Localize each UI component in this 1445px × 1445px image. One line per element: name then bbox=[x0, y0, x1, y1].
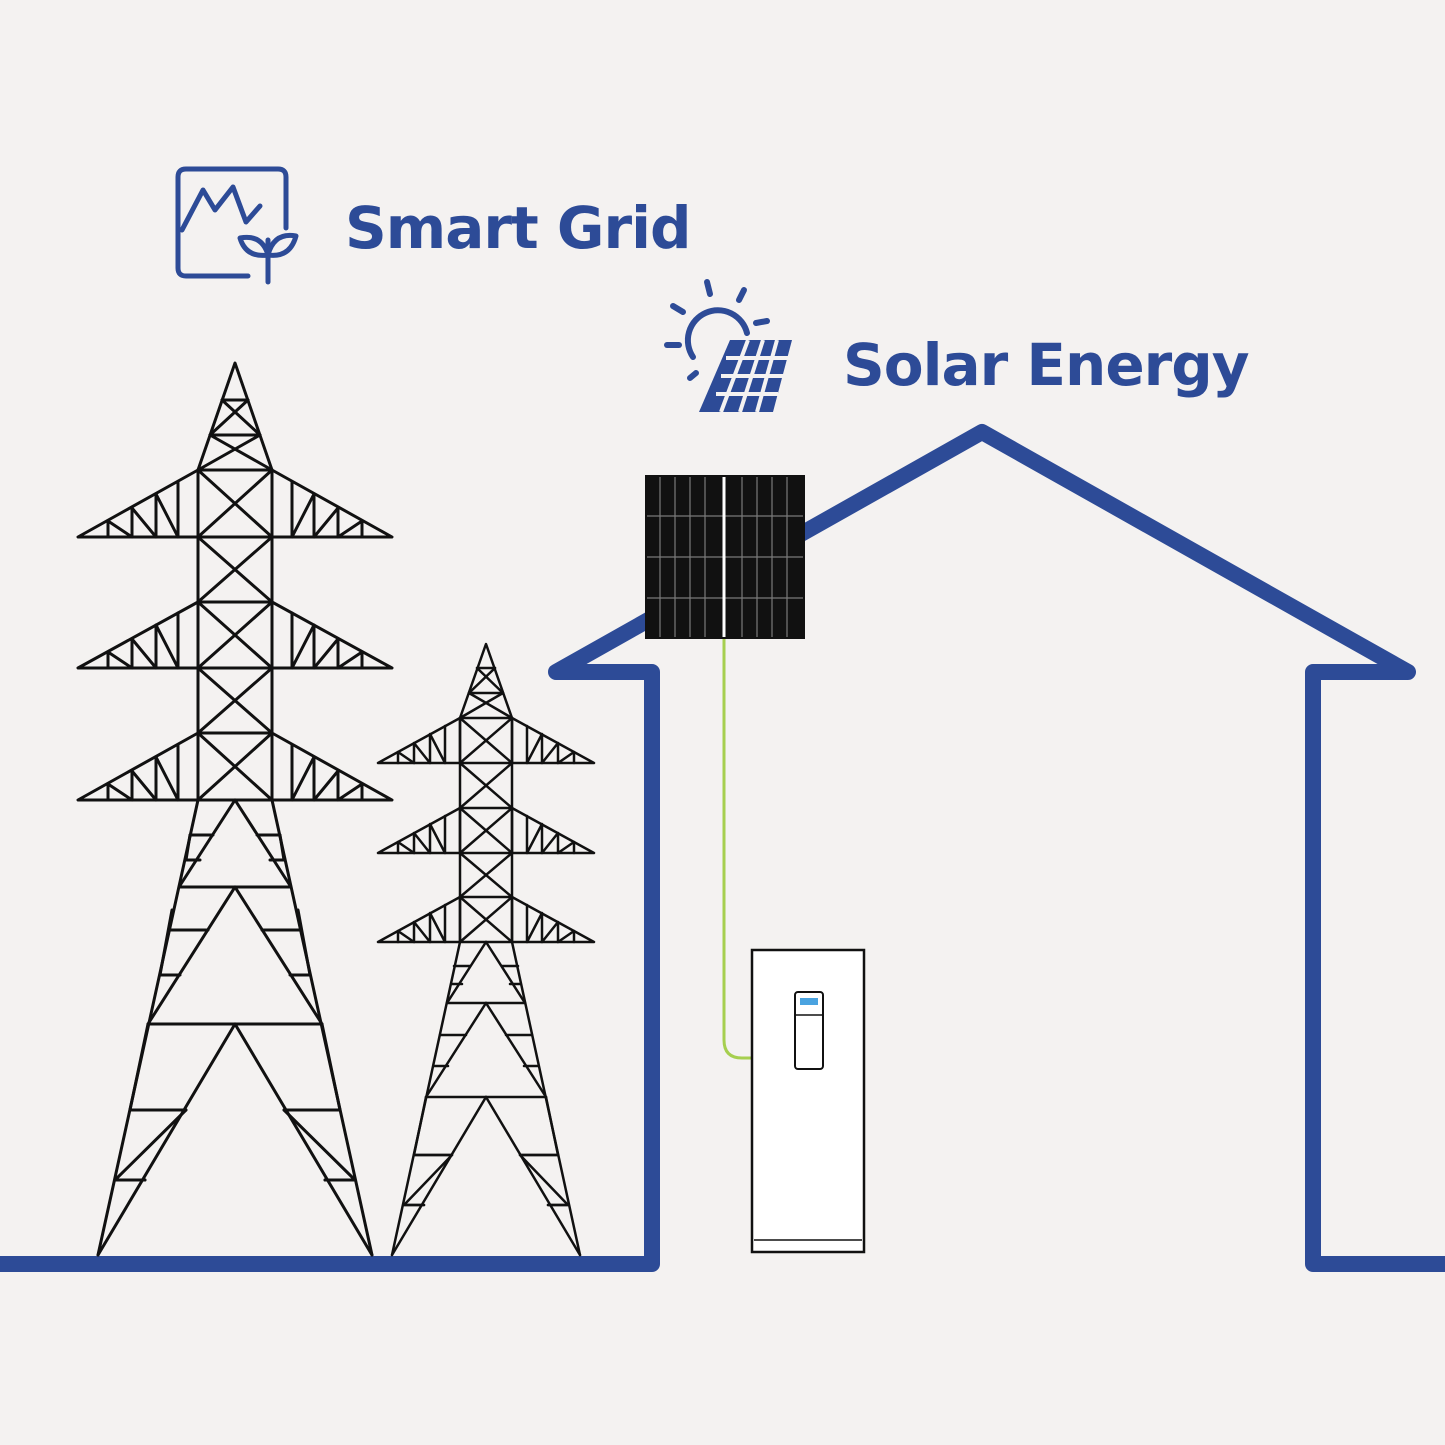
ground-and-house-outline bbox=[0, 424, 1445, 1272]
large-transmission-tower bbox=[76, 361, 394, 1257]
small-transmission-tower bbox=[376, 642, 596, 1257]
home-battery-unit bbox=[750, 948, 866, 1254]
smart-grid-icon bbox=[175, 166, 299, 285]
solar-cable bbox=[722, 636, 752, 1060]
solar-energy-icon bbox=[664, 279, 792, 413]
smart-grid-label: Smart Grid bbox=[345, 194, 690, 262]
solar-energy-label: Solar Energy bbox=[843, 331, 1249, 399]
rooftop-solar-panel bbox=[645, 475, 805, 639]
